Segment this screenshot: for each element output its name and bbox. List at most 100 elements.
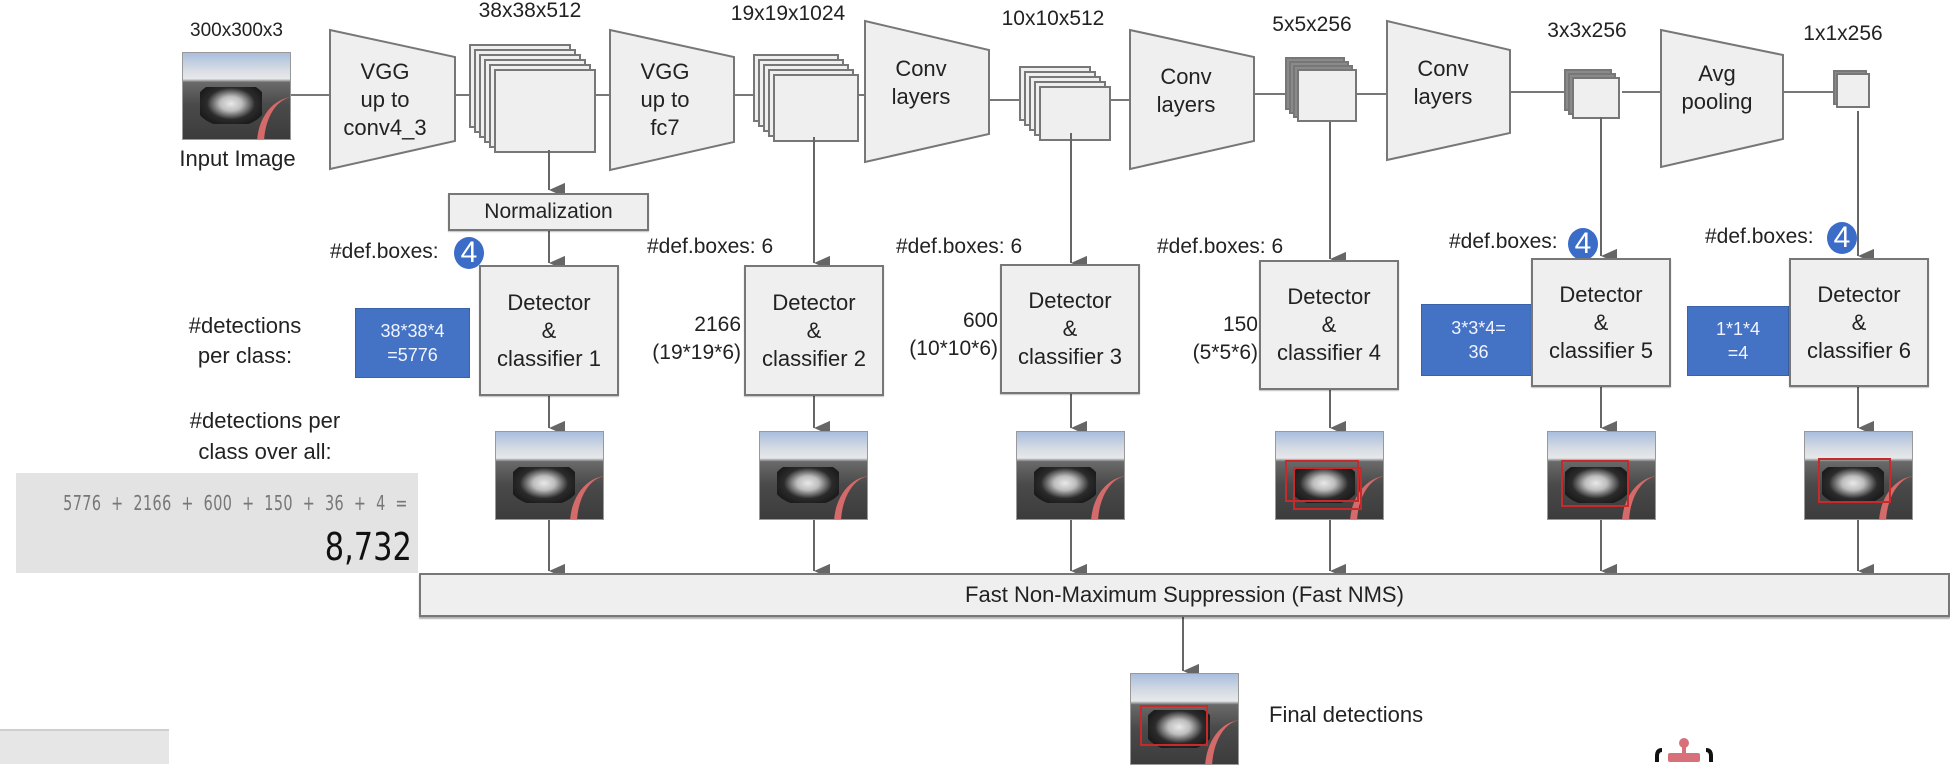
car-shape (777, 466, 840, 504)
count-line: (10*10*6) (909, 337, 998, 360)
detector-line: classifier 4 (1277, 340, 1381, 365)
def-boxes-badge: 4 (1827, 222, 1857, 254)
count-line: 36 (1468, 342, 1489, 362)
def-boxes-prefix: #def.boxes: (896, 235, 1005, 258)
detection-count-text: 2166(19*19*6) (641, 311, 741, 367)
stage-line: layers (1413, 84, 1473, 109)
kerb-shape (257, 96, 290, 139)
def-boxes-prefix: #def.boxes: (647, 235, 756, 258)
calculator-expression: 5776 + 2166 + 600 + 150 + 36 + 4 = (63, 491, 408, 515)
stage-line: up to (640, 87, 690, 112)
stage-block-vgg-fc7 (609, 28, 735, 172)
feature-map-layer (1572, 77, 1620, 119)
def-boxes-prefix: #def.boxes: (1705, 225, 1814, 248)
input-size-label: 300x300x3 (190, 20, 283, 41)
count-line: (5*5*6) (1192, 341, 1258, 364)
stamp-icon[interactable] (1650, 736, 1720, 762)
kerb-shape (1205, 719, 1238, 764)
detection-thumbnail-1 (495, 431, 604, 520)
detector-line: classifier 3 (1018, 344, 1122, 369)
def-boxes-value: 6 (1271, 235, 1284, 258)
car-shape (1822, 466, 1885, 504)
detector-line: & (1593, 309, 1609, 335)
detection-count-box: 1*1*4 =4 (1687, 306, 1789, 376)
feature-map-label: 19x19x1024 (730, 2, 846, 25)
feature-map-label: 38x38x512 (478, 0, 582, 22)
stage-line: Conv (1160, 64, 1212, 89)
stage-block-conv-1 (864, 19, 990, 164)
detector-classifier-5: Detector&classifier 5 (1531, 258, 1671, 387)
stage-line: fc7 (650, 115, 680, 140)
detector-line: & (541, 317, 557, 343)
detector-line: Detector (1287, 284, 1371, 309)
car-shape (1293, 466, 1356, 504)
feature-map-layer (1039, 86, 1111, 141)
detection-box (1284, 459, 1360, 502)
detection-thumbnail-2 (759, 431, 868, 520)
def-boxes-label: #def.boxes: (1449, 230, 1558, 254)
def-boxes-prefix: #def.boxes: (1157, 235, 1266, 258)
count-line: =4 (1727, 343, 1749, 363)
detection-count-box: 38*38*4 =5776 (355, 308, 470, 378)
detection-box (1817, 458, 1891, 504)
stage-line: Conv (1417, 56, 1469, 81)
calculator-result: 8,732 (324, 525, 412, 569)
stage-line: layers (891, 84, 951, 109)
label-line: per class: (197, 343, 293, 368)
count-line: 38*38*4 (380, 321, 445, 341)
detection-count-text: 600(10*10*6) (898, 307, 998, 363)
feature-map-layer (494, 69, 596, 153)
stage-block-vgg-conv4 (329, 28, 456, 171)
feature-map-layer (773, 74, 859, 142)
detection-box (1293, 466, 1362, 511)
label-line: #detections per (189, 408, 341, 433)
car-shape (1565, 466, 1628, 504)
stage-block-conv-2 (1129, 28, 1255, 171)
calculator-panel: 5776 + 2166 + 600 + 150 + 36 + 4 = 8,732 (16, 473, 418, 573)
detection-thumbnail-5 (1547, 431, 1656, 520)
count-line: 3*3*4= (1451, 318, 1506, 338)
car-shape (200, 87, 263, 124)
input-caption: Input Image (179, 146, 296, 171)
def-boxes-label: #def.boxes: (1705, 225, 1814, 249)
def-boxes-prefix: #def.boxes: (330, 240, 439, 263)
kerb-shape (834, 476, 867, 519)
detector-classifier-6: Detector&classifier 6 (1789, 258, 1929, 387)
feature-map-label: 3x3x256 (1547, 19, 1627, 42)
count-line: 2166 (694, 313, 741, 336)
stage-line: layers (1156, 92, 1216, 117)
detection-box (1139, 704, 1209, 746)
car-shape (513, 466, 576, 504)
feature-map-label: 10x10x512 (1001, 7, 1105, 30)
label-line: #detections (188, 313, 302, 338)
feature-map-layer (1836, 73, 1870, 108)
count-line: 150 (1222, 313, 1258, 336)
def-boxes-label: #def.boxes: (330, 240, 439, 264)
final-detections-label: Final detections (1269, 702, 1424, 727)
detector-classifier-3: Detector&classifier 3 (1000, 264, 1140, 394)
detector-line: Detector (1817, 281, 1901, 307)
feature-map-label: 5x5x256 (1272, 13, 1352, 36)
feature-map-label: 1x1x256 (1803, 22, 1883, 45)
final-detection-image (1130, 673, 1239, 765)
detections-per-class-label: #detections per class: (170, 311, 320, 371)
def-boxes-badge: 4 (454, 237, 484, 269)
stage-line: VGG (360, 59, 410, 84)
count-line: =5776 (387, 345, 438, 365)
overlay-panel-fragment (0, 729, 169, 764)
detection-thumbnail-6 (1804, 431, 1913, 520)
detector-line: classifier 1 (497, 345, 601, 371)
feature-map-layer (1297, 69, 1357, 122)
fast-nms-block: Fast Non-Maximum Suppression (Fast NMS) (419, 573, 1950, 617)
detection-thumbnail-4 (1275, 431, 1384, 520)
kerb-shape (1091, 476, 1124, 519)
detection-box (1560, 459, 1630, 507)
detection-count-box: 3*3*4= 36 (1421, 304, 1536, 376)
stage-label-conv-3: Conv layers (1387, 55, 1499, 111)
count-line: 1*1*4 (1715, 319, 1761, 339)
